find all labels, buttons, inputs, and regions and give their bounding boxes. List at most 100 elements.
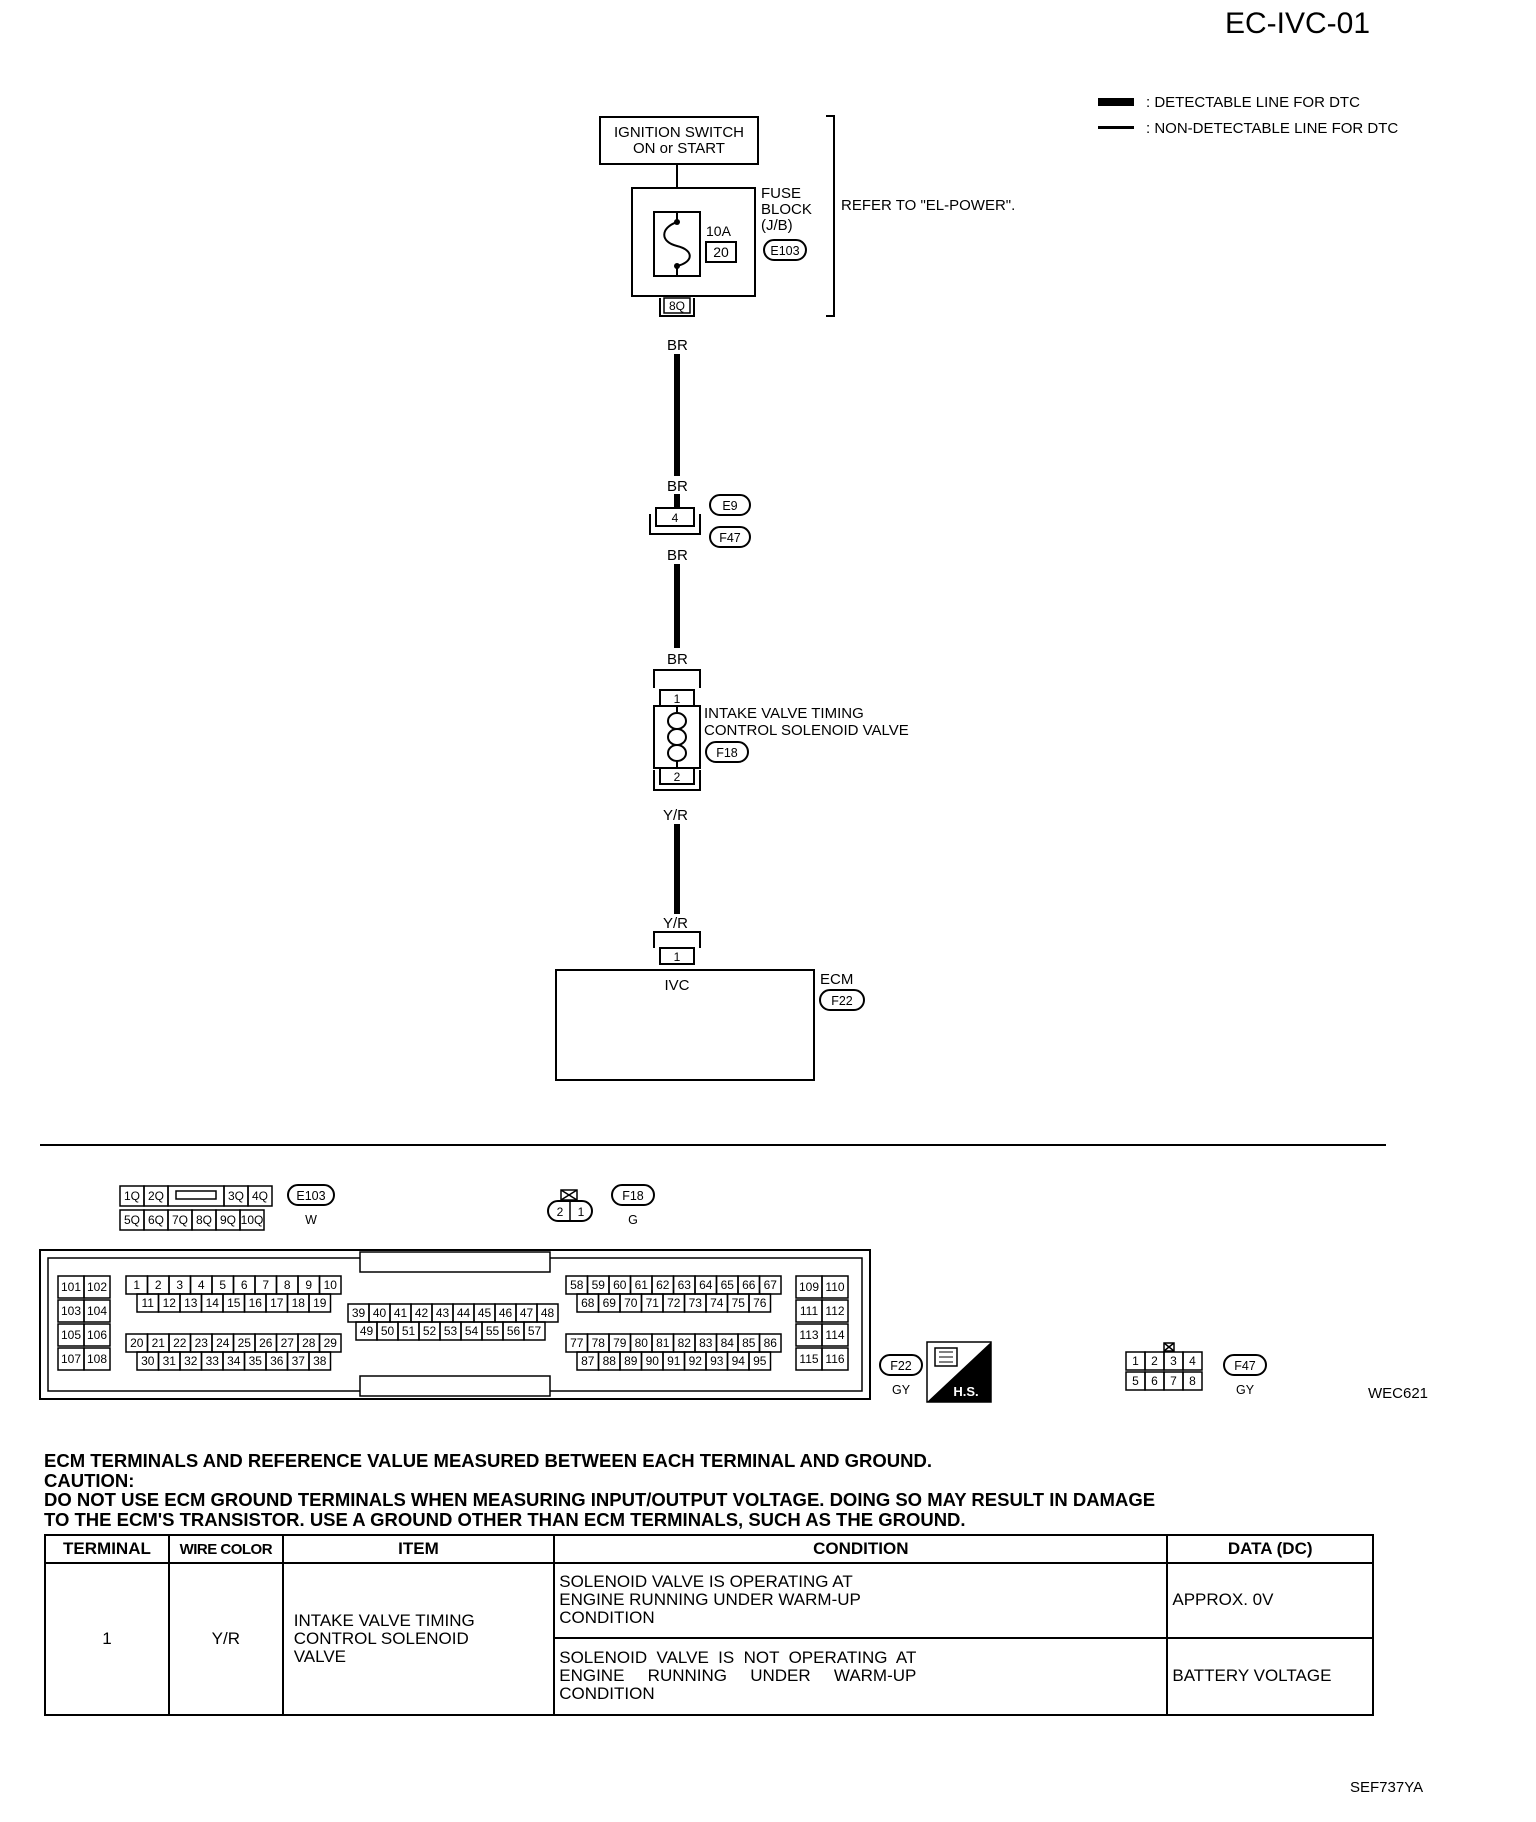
table-row: SOLENOID VALVE IS NOT OPERATING AT ENGIN…	[45, 1636, 1374, 1717]
ignition-switch-label: IGNITION SWITCH	[614, 124, 744, 141]
pin-43: 43	[436, 1306, 450, 1320]
cell-terminal: 1	[44, 1562, 170, 1716]
pin-9Q: 9Q	[220, 1213, 236, 1227]
pin-86: 86	[764, 1336, 778, 1350]
wire-color-br-2: BR	[667, 478, 688, 495]
pin-10: 10	[324, 1278, 338, 1292]
wire-color-yr-2: Y/R	[663, 915, 688, 932]
pin-6: 6	[241, 1278, 248, 1292]
pin-112: 112	[825, 1304, 844, 1318]
pin-1: 1	[1132, 1354, 1139, 1368]
terminal-8q: 8Q	[659, 297, 695, 317]
pin-84: 84	[721, 1336, 735, 1350]
pin-64: 64	[699, 1278, 713, 1292]
pin-18: 18	[292, 1296, 306, 1310]
pin-94: 94	[732, 1354, 746, 1368]
ignition-switch: IGNITION SWITCH ON or START	[599, 116, 759, 165]
pin-106: 106	[87, 1328, 107, 1342]
fuse-block-label-3: (J/B)	[761, 217, 793, 234]
header-item: ITEM	[281, 1534, 556, 1564]
table-row: 1 Y/R INTAKE VALVE TIMING CONTROL SOLENO…	[44, 1562, 1374, 1716]
cell-condition-operating: SOLENOID VALVE IS OPERATING AT ENGINE RU…	[553, 1562, 1169, 1639]
footer-code: SEF737YA	[1350, 1779, 1423, 1796]
fuse-block-connector-id: E103	[770, 244, 799, 258]
pin-85: 85	[742, 1336, 756, 1350]
svg-text:F47: F47	[719, 531, 741, 545]
pin-2: 2	[155, 1278, 162, 1292]
pin-3Q: 3Q	[228, 1189, 244, 1203]
legend-thin-line	[1098, 126, 1134, 129]
pin-20: 20	[130, 1336, 144, 1350]
cell-data-operating: APPROX. 0V	[1166, 1562, 1374, 1639]
pin-7Q: 7Q	[172, 1213, 188, 1227]
pin-14: 14	[206, 1296, 220, 1310]
pin-41: 41	[394, 1306, 408, 1320]
pin-51: 51	[402, 1324, 416, 1338]
pin-44: 44	[457, 1306, 471, 1320]
pin-46: 46	[499, 1306, 513, 1320]
notes-heading: ECM TERMINALS AND REFERENCE VALUE MEASUR…	[44, 1450, 933, 1471]
notes-caution-line-2: TO THE ECM'S TRANSISTOR. USE A GROUND OT…	[44, 1508, 966, 1530]
pin-6Q: 6Q	[148, 1213, 164, 1227]
f47-color: GY	[1236, 1383, 1255, 1397]
pin-16: 16	[249, 1296, 263, 1310]
svg-text:1: 1	[578, 1205, 585, 1219]
pin-53: 53	[444, 1324, 458, 1338]
pin-32: 32	[184, 1354, 198, 1368]
pin-3: 3	[176, 1278, 183, 1292]
pin-11: 11	[142, 1296, 155, 1310]
pin-23: 23	[195, 1336, 209, 1350]
pin-67: 67	[764, 1278, 778, 1292]
pin-48: 48	[541, 1306, 555, 1320]
pin-92: 92	[689, 1354, 703, 1368]
pin-36: 36	[270, 1354, 284, 1368]
svg-text:E9: E9	[722, 499, 737, 513]
e103-key-slot	[175, 1190, 217, 1200]
figure-code: WEC621	[1368, 1385, 1428, 1402]
pin-9: 9	[305, 1278, 312, 1292]
fuse-block-label-1: FUSE	[761, 185, 801, 202]
pin-37: 37	[292, 1354, 306, 1368]
legend-detectable: : DETECTABLE LINE FOR DTC	[1146, 94, 1360, 111]
pin-8: 8	[1189, 1374, 1196, 1388]
pin-39: 39	[352, 1306, 366, 1320]
pin-89: 89	[624, 1354, 638, 1368]
pin-79: 79	[613, 1336, 627, 1350]
pin-88: 88	[603, 1354, 617, 1368]
pin-59: 59	[592, 1278, 606, 1292]
pin-56: 56	[507, 1324, 521, 1338]
pin-58: 58	[570, 1278, 584, 1292]
f22-id: F22	[890, 1359, 912, 1373]
pin-13: 13	[184, 1296, 198, 1310]
pin-68: 68	[581, 1296, 595, 1310]
pin-4: 4	[1189, 1354, 1196, 1368]
connector-f18-face: 2 1	[547, 1189, 593, 1222]
pin-3: 3	[1170, 1354, 1177, 1368]
pin-54: 54	[465, 1324, 479, 1338]
pin-62: 62	[656, 1278, 670, 1292]
svg-text:1: 1	[674, 950, 681, 964]
pin-6: 6	[1151, 1374, 1158, 1388]
svg-text:2: 2	[557, 1205, 564, 1219]
header-data: DATA (DC)	[1166, 1534, 1374, 1564]
pin-102: 102	[87, 1280, 107, 1294]
cell-condition-not-operating: SOLENOID VALVE IS NOT OPERATING AT ENGIN…	[553, 1636, 1169, 1717]
fuse-number: 20	[713, 244, 729, 260]
pin-91: 91	[667, 1354, 681, 1368]
pin-4: 4	[198, 1278, 205, 1292]
legend-thick-line	[1098, 98, 1134, 106]
pin-80: 80	[635, 1336, 649, 1350]
pin-61: 61	[635, 1278, 649, 1292]
svg-text:1: 1	[674, 692, 681, 706]
svg-text:4: 4	[672, 511, 679, 525]
pin-63: 63	[678, 1278, 692, 1292]
pin-7: 7	[262, 1278, 269, 1292]
wire-color-yr-1: Y/R	[663, 807, 688, 824]
pin-5: 5	[219, 1278, 226, 1292]
e103-id: E103	[296, 1189, 325, 1203]
pin-75: 75	[732, 1296, 746, 1310]
svg-text:2: 2	[674, 770, 681, 784]
pin-5: 5	[1132, 1374, 1139, 1388]
